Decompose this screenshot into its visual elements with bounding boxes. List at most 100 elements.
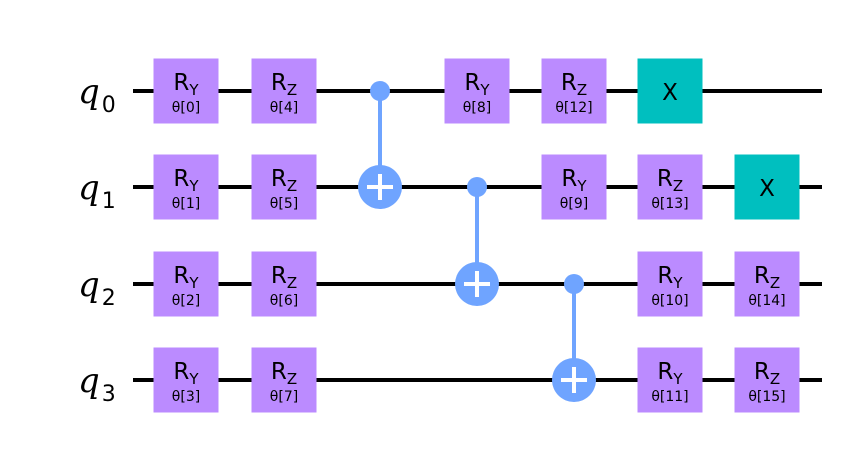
cnot-gate xyxy=(455,177,499,306)
rotation-gate-box xyxy=(153,251,219,317)
rotation-gate-axis: Z xyxy=(577,81,587,99)
rotation-gate-base: R xyxy=(173,166,189,192)
qubit-label-subscript: 3 xyxy=(102,382,116,407)
qubit-label-subscript: 0 xyxy=(102,93,116,118)
rotation-gate-base: R xyxy=(657,263,673,289)
rotation-gate-name: RY xyxy=(657,359,683,388)
rotation-gate-param: θ[7] xyxy=(270,389,298,405)
cnot-control-dot xyxy=(467,177,487,197)
qubit-label-subscript: 1 xyxy=(102,189,116,214)
rotation-gate-axis: Z xyxy=(287,274,297,292)
rotation-gate-axis: Z xyxy=(673,177,683,195)
rotation-gate-base: R xyxy=(657,166,673,192)
qubit-label-2: q2 xyxy=(78,265,116,311)
x-gate-label: X xyxy=(662,80,678,106)
x-gate-box xyxy=(734,154,800,220)
qubit-label-3: q3 xyxy=(78,361,116,407)
rotation-gate: RYθ[10] xyxy=(637,251,703,317)
rotation-gate-axis: Y xyxy=(576,177,587,195)
qubit-label-base: q xyxy=(78,265,100,305)
qubit-label-1: q1 xyxy=(78,168,116,214)
rotation-gate-axis: Y xyxy=(479,81,490,99)
rotation-gate: RYθ[0] xyxy=(153,58,219,124)
rotation-gate-name: RY xyxy=(561,166,587,195)
rotation-gate: RYθ[1] xyxy=(153,154,219,220)
rotation-gate: RZθ[5] xyxy=(251,154,317,220)
qubit-label-0: q0 xyxy=(78,72,116,118)
rotation-gate: RZθ[6] xyxy=(251,251,317,317)
rotation-gate-param: θ[14] xyxy=(748,293,785,309)
rotation-gate-base: R xyxy=(657,359,673,385)
rotation-gate-name: RZ xyxy=(754,359,780,388)
rotation-gate-box xyxy=(251,251,317,317)
rotation-gate-param: θ[2] xyxy=(172,293,200,309)
rotation-gate-param: θ[5] xyxy=(270,196,298,212)
rotation-gate-base: R xyxy=(271,263,287,289)
rotation-gate-axis: Z xyxy=(287,177,297,195)
rotation-gate-param: θ[12] xyxy=(555,100,592,116)
x-gate-box xyxy=(637,58,703,124)
rotation-gate-base: R xyxy=(271,166,287,192)
rotation-gate-name: RZ xyxy=(271,70,297,99)
rotation-gate-param: θ[0] xyxy=(172,100,200,116)
rotation-gate-axis: Y xyxy=(188,81,199,99)
rotation-gate: RYθ[2] xyxy=(153,251,219,317)
rotation-gate-base: R xyxy=(173,359,189,385)
rotation-gate-box xyxy=(734,251,800,317)
rotation-gate: RYθ[8] xyxy=(444,58,510,124)
qubit-label-base: q xyxy=(78,168,100,208)
rotation-gate-param: θ[4] xyxy=(270,100,298,116)
qubit-label-base: q xyxy=(78,72,100,112)
rotation-gate-base: R xyxy=(271,359,287,385)
rotation-gate-axis: Y xyxy=(188,274,199,292)
rotation-gate-name: RZ xyxy=(271,263,297,292)
cnot-gate xyxy=(358,81,402,209)
rotation-gate-box xyxy=(637,347,703,413)
cnot-control-dot xyxy=(370,81,390,101)
rotation-gate-base: R xyxy=(561,70,577,96)
rotation-gate-box xyxy=(541,154,607,220)
rotation-gate-name: RZ xyxy=(561,70,587,99)
rotation-gate: RYθ[9] xyxy=(541,154,607,220)
rotation-gate: RZθ[4] xyxy=(251,58,317,124)
rotation-gate-base: R xyxy=(754,263,770,289)
rotation-gate-base: R xyxy=(173,263,189,289)
rotation-gate-box xyxy=(153,154,219,220)
rotation-gate-box xyxy=(153,347,219,413)
rotation-gate-axis: Y xyxy=(188,177,199,195)
rotation-gate-box xyxy=(251,154,317,220)
rotation-gate-name: RZ xyxy=(754,263,780,292)
rotation-gate-name: RZ xyxy=(657,166,683,195)
cnot-gate xyxy=(552,274,596,402)
rotation-gate: RZθ[7] xyxy=(251,347,317,413)
rotation-gate-axis: Z xyxy=(770,274,780,292)
rotation-gate-box xyxy=(541,58,607,124)
rotation-gate-name: RY xyxy=(657,263,683,292)
rotation-gate-name: RY xyxy=(173,166,199,195)
rotation-gate-box xyxy=(153,58,219,124)
rotation-gate-name: RY xyxy=(173,359,199,388)
cnot-control-dot xyxy=(564,274,584,294)
rotation-gate-param: θ[11] xyxy=(651,389,688,405)
x-gate-label: X xyxy=(759,176,775,202)
rotation-gate-box xyxy=(251,347,317,413)
rotation-gate-param: θ[9] xyxy=(560,196,588,212)
rotation-gate-name: RZ xyxy=(271,359,297,388)
rotation-gate-box xyxy=(251,58,317,124)
rotation-gate-box xyxy=(637,154,703,220)
rotation-gate: RZθ[12] xyxy=(541,58,607,124)
rotation-gate-param: θ[15] xyxy=(748,389,785,405)
rotation-gate-box xyxy=(637,251,703,317)
rotation-gate: RYθ[11] xyxy=(637,347,703,413)
qubit-label-subscript: 2 xyxy=(102,286,116,311)
rotation-gate-base: R xyxy=(173,70,189,96)
x-gate: X xyxy=(637,58,703,124)
rotation-gate: RZθ[14] xyxy=(734,251,800,317)
rotation-gate-axis: Y xyxy=(672,370,683,388)
rotation-gate-param: θ[3] xyxy=(172,389,200,405)
rotation-gate: RZθ[13] xyxy=(637,154,703,220)
rotation-gate-param: θ[8] xyxy=(463,100,491,116)
rotation-gate-axis: Z xyxy=(770,370,780,388)
rotation-gate-name: RY xyxy=(464,70,490,99)
rotation-gate-box xyxy=(734,347,800,413)
